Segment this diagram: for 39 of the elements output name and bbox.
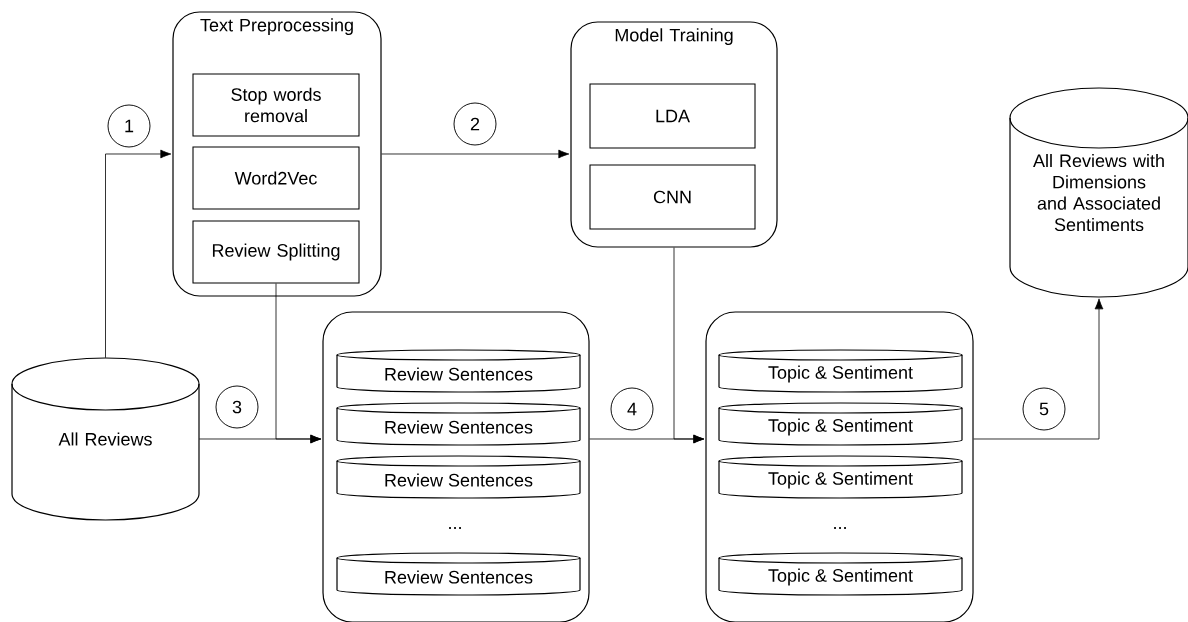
ellipsis-text: ...	[834, 527, 846, 529]
node-label: Topic & Sentiment	[768, 471, 913, 489]
data-disk: Review Sentences	[336, 349, 581, 393]
arrow	[105, 149, 172, 359]
process-box: LDA	[589, 83, 756, 149]
process-box: Word2Vec	[192, 146, 360, 210]
data-disk: Topic & Sentiment	[718, 552, 963, 596]
container-box	[322, 311, 590, 622]
node-label: Review Sentences	[385, 367, 533, 381]
process-box: Stop words removal	[192, 73, 360, 137]
process-box: Review Splitting	[192, 220, 360, 284]
node-label: Topic & Sentiment	[768, 568, 913, 586]
node-label: Review Sentences	[385, 420, 533, 434]
node-label: All Reviews with Dimensions and Associated Sentiments	[1033, 153, 1164, 232]
process-box: CNN	[589, 164, 756, 230]
step-number: 3	[215, 385, 259, 429]
data-disk: Review Sentences	[336, 402, 581, 446]
step-number: 2	[453, 102, 497, 146]
node-label: Review Sentences	[385, 570, 533, 584]
arrow	[973, 298, 1104, 440]
data-disk: Topic & Sentiment	[718, 349, 963, 393]
arrow	[275, 283, 322, 444]
data-disk: Review Sentences	[336, 455, 581, 499]
database-cylinder: All Reviews	[11, 357, 200, 521]
node-label: Review Sentences	[385, 473, 533, 487]
ellipsis-text: ...	[449, 527, 461, 529]
database-cylinder: All Reviews with Dimensions and Associated Sentiments	[1009, 87, 1188, 298]
data-disk: Topic & Sentiment	[718, 402, 963, 446]
step-number: 4	[610, 387, 654, 431]
data-disk: Review Sentences	[336, 552, 581, 596]
node-label: Topic & Sentiment	[768, 418, 913, 436]
container-box	[705, 311, 974, 622]
step-number: 1	[107, 104, 151, 148]
node-label: Topic & Sentiment	[768, 365, 913, 383]
arrow	[673, 247, 705, 444]
node-label: All Reviews	[58, 432, 152, 446]
arrow	[381, 149, 570, 159]
data-disk: Topic & Sentiment	[718, 455, 963, 499]
step-number: 5	[1022, 387, 1066, 431]
